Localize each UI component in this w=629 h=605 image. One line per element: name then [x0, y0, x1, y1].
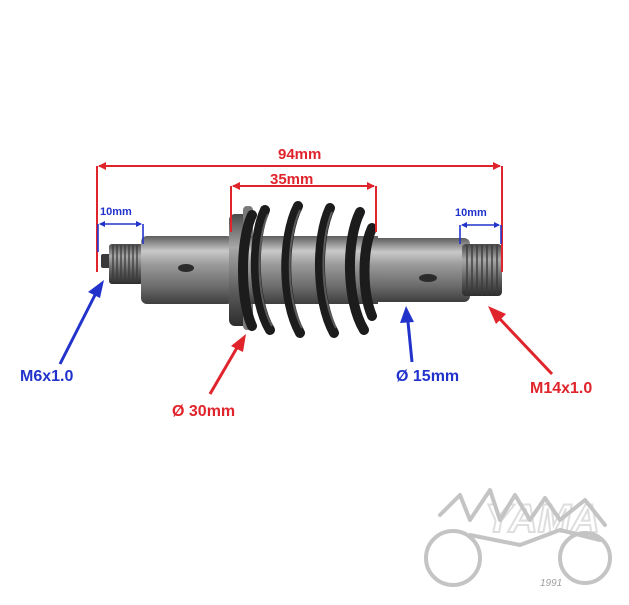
logo-text: YAMA	[485, 497, 600, 541]
right-shaft	[370, 238, 470, 302]
arrow-left-thread	[58, 292, 98, 365]
spring-diameter-callout: Ø 30mm	[172, 403, 236, 420]
shaft-diameter-callout: Ø 15mm	[396, 368, 460, 385]
left-shaft-hole	[178, 264, 194, 272]
right-thread-length-label: 10mm	[455, 207, 487, 219]
left-thread-section	[109, 244, 143, 284]
red-dimension-lines	[96, 162, 503, 272]
brand-logo	[424, 488, 612, 587]
coil-spring	[238, 201, 377, 338]
blue-dimension-lines	[97, 221, 502, 252]
callout-arrows	[58, 280, 554, 395]
arrow-shaft-diameter	[406, 321, 414, 363]
logo-wheel-front	[424, 529, 482, 587]
spring-highlights	[258, 209, 337, 329]
left-thread-lines	[112, 245, 138, 283]
left-thread-callout: M6x1.0	[20, 368, 74, 385]
overall-length-label: 94mm	[278, 146, 322, 163]
logo-year: 1991	[540, 578, 562, 589]
logo-wheel-rear	[558, 531, 612, 585]
left-tip-stud	[101, 254, 111, 268]
left-thread-length-label: 10mm	[100, 206, 132, 218]
spring-core	[248, 236, 378, 304]
arrow-spring-diameter	[208, 345, 240, 395]
right-thread-callout: M14x1.0	[530, 380, 593, 397]
spring-length-label: 35mm	[270, 171, 314, 188]
right-thread-lines	[466, 245, 498, 295]
arrow-right-thread	[497, 316, 554, 376]
right-shaft-hole	[419, 274, 437, 282]
logo-lettering-strokes	[438, 488, 607, 527]
shaft-part	[101, 206, 502, 330]
